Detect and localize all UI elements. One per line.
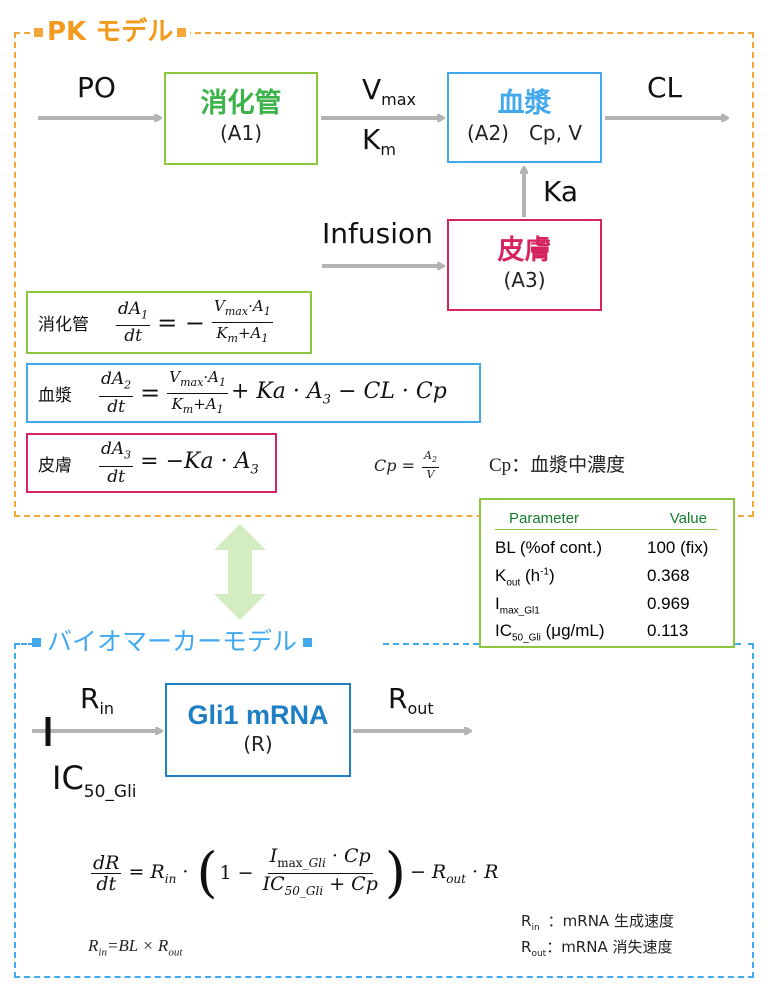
compartment-a2-name: 血漿 — [497, 88, 552, 119]
header-parameter: Parameter — [509, 510, 580, 527]
pk-model-frame-top — [14, 32, 754, 34]
param-name: Kout (h-1) — [495, 566, 555, 589]
header-value: Value — [669, 510, 707, 527]
biomarker-model-title: バイオマーカーモデル — [32, 624, 313, 660]
param-value: 0.969 — [647, 594, 690, 613]
ic50-label: IC50_Gli — [52, 759, 137, 802]
legend-rout: Rout：mRNA 消失速度 — [521, 938, 673, 959]
compartment-a1-label: (A1) — [219, 121, 262, 145]
cp-definition: Cp：血漿中濃度 — [489, 455, 626, 476]
pk-model-frame — [14, 32, 754, 517]
compartment-gli1-label: (R) — [243, 732, 273, 756]
biomarker-frame-top-right — [383, 643, 479, 645]
legend-rin: Rin：mRNA 生成速度 — [521, 912, 674, 933]
rin-equation: Rin=BL × Rout — [88, 936, 183, 959]
param-value: 100 (fix) — [647, 538, 709, 557]
compartment-a3-label: (A3) — [503, 268, 546, 292]
biomarker-frame-top-left — [14, 643, 34, 645]
param-name: BL (%of cont.) — [495, 538, 603, 557]
biomarker-frame-top-right-end — [735, 643, 754, 645]
biomarker-model-title-text: バイオマーカーモデル — [47, 627, 298, 656]
cl-label: CL — [647, 71, 683, 104]
po-label: PO — [77, 71, 116, 104]
rout-label: Rout — [388, 682, 434, 719]
vmax-label: Vmax — [362, 73, 417, 110]
biomarker-model-frame — [14, 643, 754, 978]
equation-a1-name: 消化管 — [38, 315, 89, 335]
double-arrow-icon — [214, 524, 266, 620]
title-bullet-icon — [303, 637, 313, 647]
title-bullet-icon — [177, 27, 187, 37]
compartment-a1-name: 消化管 — [200, 88, 282, 119]
table-row: Imax_Gl1 0.969 — [495, 594, 725, 616]
compartment-a3-name: 皮膚 — [497, 235, 552, 266]
param-value: 0.113 — [647, 621, 689, 640]
title-bullet-icon — [34, 27, 43, 37]
title-bullet-icon — [32, 637, 41, 647]
infusion-label: Infusion — [322, 217, 433, 250]
km-label: Km — [362, 123, 396, 160]
compartment-gli1-mrna: Gli1 mRNA (R) — [165, 683, 351, 777]
pk-model-title: PK モデル — [30, 14, 191, 50]
compartment-a2: 血漿 (A2) Cp, V — [447, 72, 602, 163]
table-row: BL (%of cont.) 100 (fix) — [495, 538, 725, 558]
parameter-table-header: Parameter Value — [495, 510, 717, 530]
table-row: IC50_Gli (μg/mL) 0.113 — [495, 621, 725, 643]
ka-label: Ka — [543, 175, 579, 208]
param-name: Imax_Gl1 — [495, 594, 540, 617]
compartment-a1: 消化管 (A1) — [164, 72, 318, 165]
parameter-table: Parameter Value BL (%of cont.) 100 (fix)… — [479, 498, 735, 648]
compartment-a2-label: (A2) Cp, V — [466, 121, 583, 145]
compartment-a3: 皮膚 (A3) — [447, 219, 602, 311]
table-row: Kout (h-1) 0.368 — [495, 566, 725, 588]
rin-label: Rin — [80, 682, 115, 719]
param-name: IC50_Gli (μg/mL) — [495, 621, 605, 644]
param-value: 0.368 — [647, 566, 690, 585]
compartment-gli1-name: Gli1 mRNA — [187, 700, 329, 730]
equation-a3-name: 皮膚 — [38, 455, 72, 476]
pk-model-title-text: PK モデル — [47, 17, 174, 47]
equation-a2-name: 血漿 — [38, 385, 72, 406]
